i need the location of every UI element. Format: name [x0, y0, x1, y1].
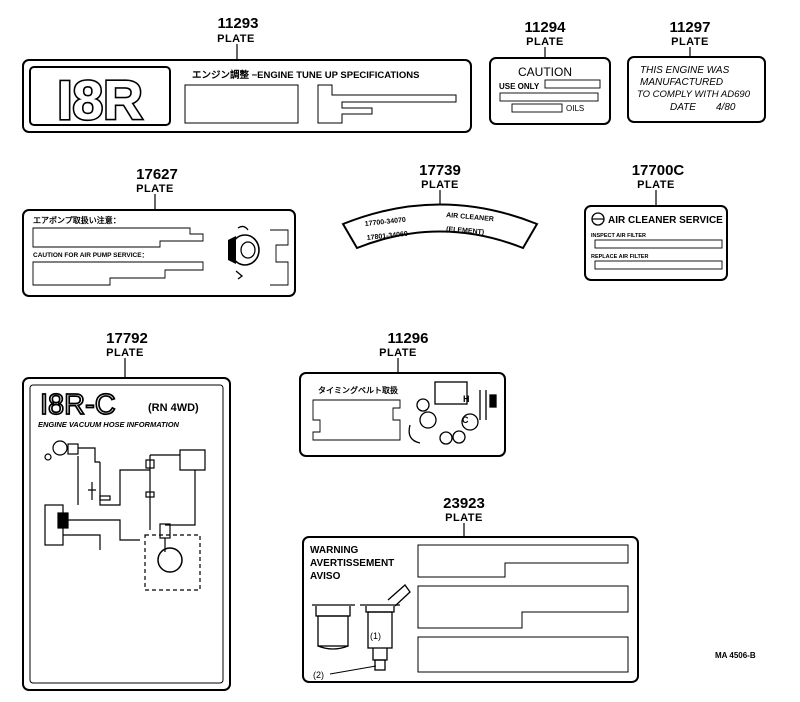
plate-11297-date-label: DATE [670, 102, 696, 113]
plate-23923: 23923 PLATE WARNING AVERTISSEMENT AVISO … [302, 495, 639, 683]
plate-17627-jp-header: エアポンプ取扱い注意： [33, 215, 121, 225]
plate-23923-number: 23923 [443, 495, 485, 512]
plate-11293-label: PLATE [217, 33, 255, 45]
plate-23923-warn2: AVERTISSEMENT [310, 558, 394, 569]
plate-11297-line2: MANUFACTURED [640, 77, 723, 88]
plate-11297: 11297 PLATE THIS ENGINE WAS MANUFACTURED… [627, 19, 766, 123]
plate-17739-number: 17739 [419, 162, 461, 179]
air-pump-icon [228, 225, 260, 280]
plate-23923-callout1: (1) [370, 631, 381, 641]
plate-17700c-replace: REPLACE AIR FILTER [591, 254, 648, 260]
plate-23923-callout2: (2) [313, 670, 324, 680]
plate-17700c-number: 17700C [632, 162, 685, 179]
reference-code: MA 4506-B [715, 651, 756, 660]
plate-17792-model: I8R-C [40, 389, 116, 421]
plate-11296-c-mark: C [462, 415, 469, 425]
plate-17700c-label: PLATE [637, 179, 675, 191]
plate-23923-warn1: WARNING [310, 545, 359, 556]
plate-23923-warn3: AVISO [310, 571, 341, 582]
timing-belt-icon [408, 381, 497, 445]
plate-11294-label: PLATE [526, 36, 564, 48]
plate-11296-jp-header: タイミングベルト取扱 [318, 385, 399, 395]
plate-17792-number: 17792 [106, 330, 148, 347]
plate-17739: 17739 PLATE 17700-34070 17801-34060 AIR … [341, 162, 539, 250]
plate-11297-line1: THIS ENGINE WAS [640, 65, 730, 76]
plate-11294-oils: OILS [566, 104, 584, 113]
plate-11294: 11294 PLATE CAUTION USE ONLY OILS [489, 19, 611, 125]
plate-17739-desc2: (ELEMENT) [446, 226, 485, 236]
plate-17792-label: PLATE [106, 347, 144, 359]
plate-11293-header: エンジン調整 −ENGINE TUNE UP SPECIFICATIONS [192, 69, 419, 81]
plate-11297-label: PLATE [671, 36, 709, 48]
plate-11297-number: 11297 [670, 19, 711, 36]
toyota-logo-icon [591, 212, 605, 226]
plate-11296-number: 11296 [388, 330, 429, 347]
plate-11296-h-mark: H [463, 394, 470, 404]
plate-11294-use-only: USE ONLY [499, 82, 540, 91]
plate-17739-part2: 17801-34060 [366, 231, 408, 242]
plate-11293: 11293 PLATE I8R エンジン調整 −ENGINE TUNE UP S… [22, 15, 472, 133]
fuel-filter-icon [312, 584, 411, 671]
plate-17627: 17627 PLATE エアポンプ取扱い注意： CAUTION FOR AIR … [22, 166, 296, 297]
plate-11296: 11296 PLATE タイミングベルト取扱 H C [299, 330, 506, 457]
plate-11297-line3: TO COMPLY WITH AD690 [637, 89, 751, 100]
plate-17627-label: PLATE [136, 183, 174, 195]
plate-17700c: 17700C PLATE AIR CLEANER SERVICE INSPECT… [584, 162, 728, 281]
plate-17627-number: 17627 [136, 166, 178, 183]
vacuum-hose-diagram [44, 440, 206, 591]
plate-11293-number: 11293 [218, 15, 259, 32]
plate-11294-number: 11294 [525, 19, 567, 36]
plate-17739-part1: 17700-34070 [364, 217, 406, 228]
plate-11296-label: PLATE [379, 347, 417, 359]
plate-11293-model: I8R [57, 69, 143, 131]
plate-11297-date-value: 4/80 [716, 102, 736, 113]
plate-23923-label: PLATE [445, 512, 483, 524]
plate-17700c-title: AIR CLEANER SERVICE [608, 215, 723, 226]
plate-17792: 17792 PLATE I8R-C (RN 4WD) ENGINE VACUUM… [22, 330, 231, 691]
plate-17792-variant: (RN 4WD) [148, 402, 199, 414]
plate-17792-subtitle: ENGINE VACUUM HOSE INFORMATION [38, 420, 180, 429]
plate-17627-caution-line: CAUTION FOR AIR PUMP SERVICE： [33, 252, 148, 259]
plate-17739-desc1: AIR CLEANER [446, 212, 494, 223]
plate-17739-label: PLATE [421, 179, 459, 191]
plate-17700c-inspect: INSPECT AIR FILTER [591, 233, 646, 239]
plate-11294-caution: CAUTION [518, 65, 572, 79]
